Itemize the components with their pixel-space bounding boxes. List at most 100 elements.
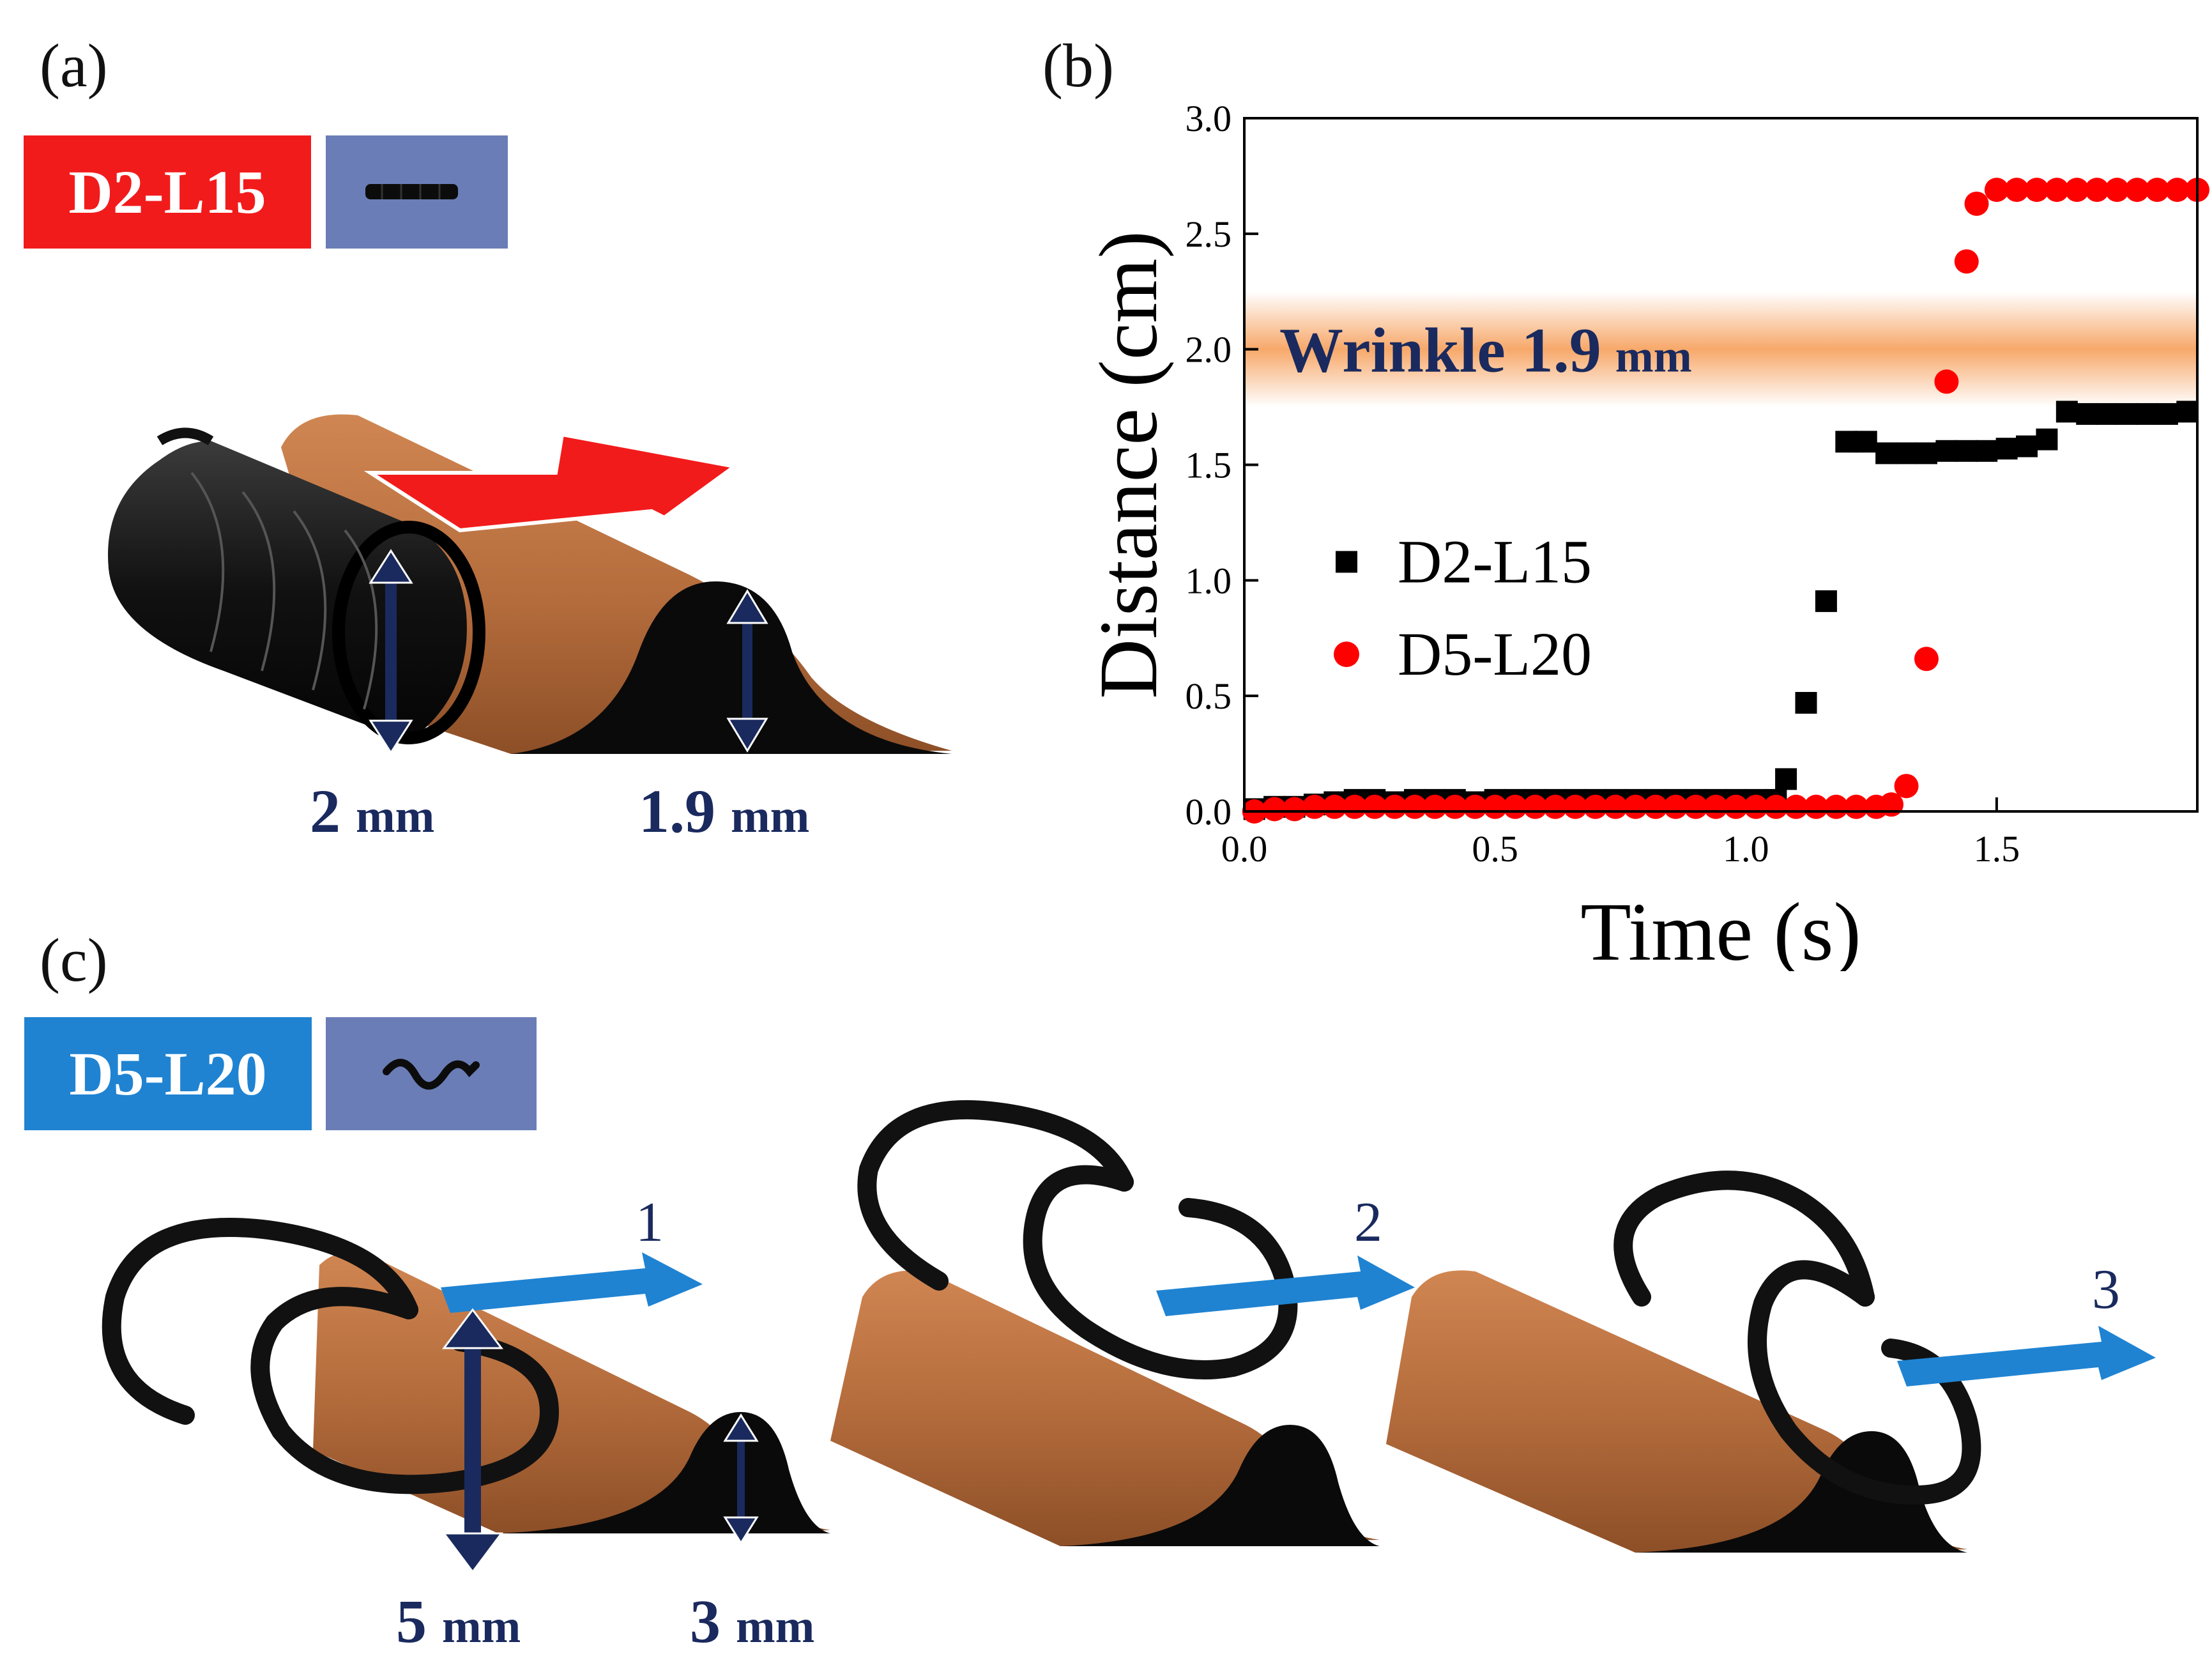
wrinkle-cross-section [1060,1425,1380,1546]
helix-coil-loop-2 [1023,1165,1298,1379]
movement-arrow-3 [1897,1326,2156,1386]
x-axis-title: Time (s) [1580,886,1861,971]
point-d5-l20 [1764,794,1789,819]
point-d5-l20 [2045,178,2070,203]
sample-photo-d2-l15 [326,135,508,249]
point-d5-l20 [2064,178,2089,203]
plot-frame [1243,117,2199,813]
point-d5-l20 [2004,178,2029,203]
y-axis-title: Distance (cm) [1083,231,1175,699]
panel-label-c: (c) [40,926,108,994]
dim-value: 5 [396,1587,427,1655]
point-d2-l15 [2016,435,2038,457]
point-d5-l20 [1543,794,1567,819]
wrinkle-unit: mm [1615,331,1692,382]
point-d5-l20 [1704,794,1728,819]
y-tick-label: 0.5 [1186,675,1232,717]
helix-coil-loop-2 [1748,1260,1981,1505]
point-d5-l20 [1603,794,1628,819]
point-d2-l15 [1935,440,1958,462]
point-d2-l15 [2076,403,2098,425]
point-d2-l15 [1976,440,1998,462]
point-d5-l20 [2084,178,2109,203]
point-d5-l20 [1894,774,1919,799]
point-d5-l20 [1362,794,1387,819]
legend-label-d5-l20: D5-L20 [1398,620,1592,688]
dimension-label-5mm: 5 mm [396,1591,521,1652]
helix-coil-loop-1 [1613,1171,1875,1307]
point-d5-l20 [1663,794,1688,819]
point-d5-l20 [2024,178,2049,203]
point-d2-l15 [1775,768,1797,790]
point-d5-l20 [1804,794,1829,819]
point-d5-l20 [1282,797,1307,822]
point-d2-l15 [1995,438,2018,460]
point-d5-l20 [2105,178,2130,203]
point-d2-l15 [2096,403,2118,425]
sample-badge-d2-l15: D2-L15 [24,135,311,249]
point-d5-l20 [1382,794,1407,819]
point-d5-l20 [1984,178,2009,203]
point-d5-l20 [1824,794,1849,819]
point-d5-l20 [1643,794,1668,819]
dim-value: 1.9 [639,777,715,845]
point-d5-l20 [1683,794,1708,819]
sample-photo-d5-l20 [326,1017,537,1130]
point-d5-l20 [1523,794,1548,819]
step-label-2: 2 [1354,1192,1382,1254]
point-d5-l20 [2124,178,2149,203]
panel-label-a: (a) [40,31,108,100]
x-tick-label: 0.5 [1472,828,1518,870]
point-d5-l20 [1423,794,1447,819]
wrinkle-band [1244,291,2197,408]
y-tick-label: 3.0 [1186,98,1232,139]
point-d5-l20 [1402,794,1427,819]
point-d5-l20 [1463,794,1488,819]
legend: D2-L15 D5-L20 [1334,527,1592,688]
point-d5-l20 [1964,191,1989,216]
wrinkle-text: Wrinkle 1.9 [1279,315,1601,386]
point-d5-l20 [1844,794,1869,819]
point-d5-l20 [1934,369,1959,394]
wrinkle-cross-section [1635,1431,1967,1553]
legend-marker-d2-l15 [1336,551,1357,573]
dimension-arrow-1.9mm [726,589,768,753]
coiled-sample-photo-icon [326,135,508,249]
point-d2-l15 [1915,442,1937,464]
point-d5-l20 [2145,178,2170,203]
point-d5-l20 [1483,794,1507,819]
x-tick-label: 1.0 [1723,828,1769,870]
point-d2-l15 [1835,431,1857,453]
step-label-1: 1 [636,1192,664,1254]
panel-label-b: (b) [1042,31,1114,100]
point-d2-l15 [2036,428,2058,450]
point-d2-l15 [1955,440,1978,462]
y-tick-label: 0.0 [1186,791,1232,833]
coil-tail [156,427,214,445]
step-label-3: 3 [2092,1259,2120,1321]
point-d2-l15 [1875,442,1898,464]
dim-value: 2 [310,777,340,845]
stage-3 [1386,1171,2156,1553]
movement-arrow-red [363,432,740,533]
point-d2-l15 [2136,403,2158,425]
helix-sample-photo-icon [326,1017,537,1130]
y-tick-label: 2.5 [1186,213,1232,255]
point-d2-l15 [2176,401,2199,423]
point-d5-l20 [1503,794,1528,819]
point-d5-l20 [1563,794,1588,819]
point-d5-l20 [1623,794,1648,819]
dimension-arrow-3mm [723,1413,759,1545]
point-d2-l15 [2116,403,2139,425]
point-d5-l20 [1342,794,1367,819]
dim-unit: mm [442,1600,521,1653]
point-d2-l15 [1815,590,1837,612]
y-tick-label: 1.0 [1186,560,1232,601]
dim-value: 3 [690,1587,721,1655]
helix-coil-loop-1 [102,1217,418,1425]
helix-coil-loop-2 [250,1287,560,1494]
point-d5-l20 [1783,794,1808,819]
point-d2-l15 [1795,692,1817,714]
dimension-label-3mm: 3 mm [690,1591,814,1652]
